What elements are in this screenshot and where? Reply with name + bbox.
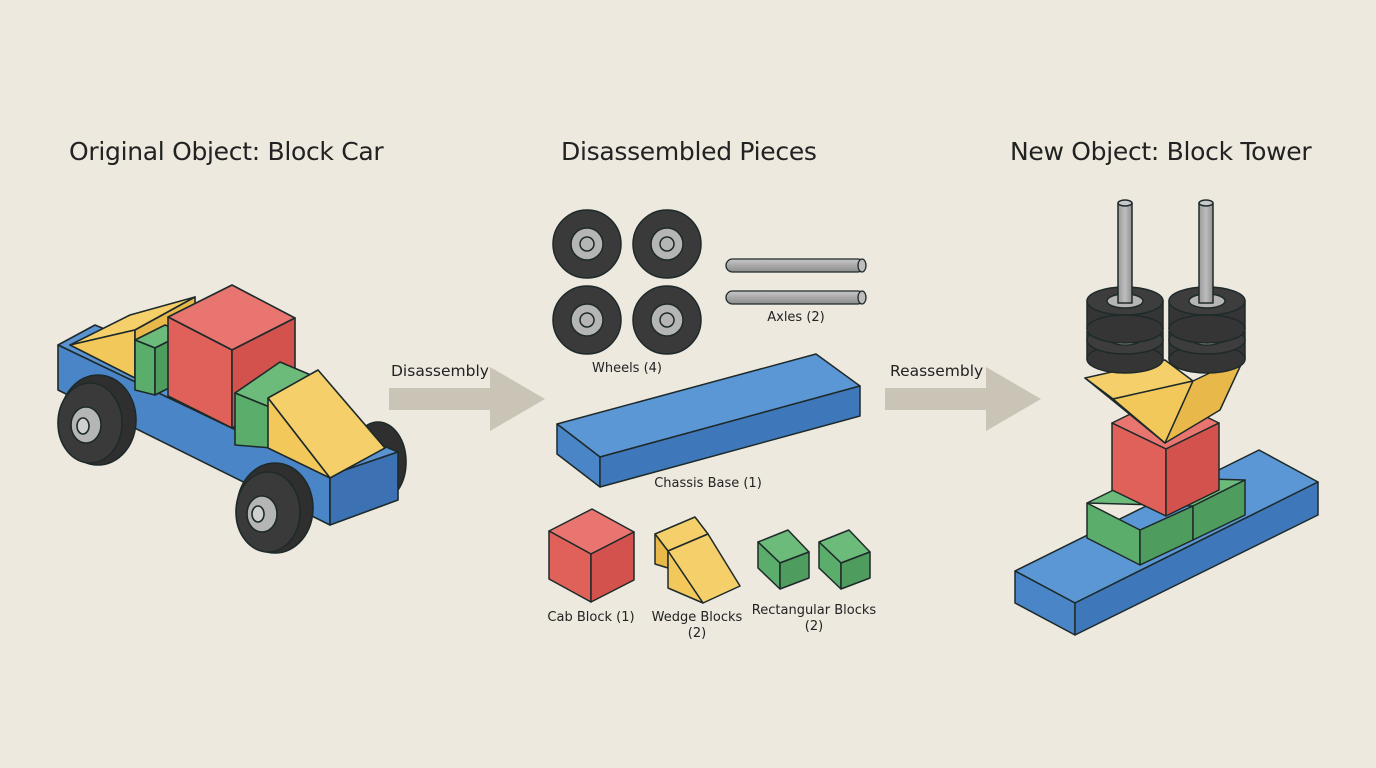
block-car-illustration — [57, 284, 407, 554]
tower-wedge-blocks — [1084, 355, 1246, 444]
wedge-blocks-piece — [654, 516, 741, 604]
axles-label: Axles (2) — [767, 310, 825, 325]
wheel-icon — [632, 285, 702, 355]
car-wheel-front — [57, 374, 137, 466]
car-green-block-rear — [234, 361, 319, 449]
axle-icon — [725, 290, 867, 305]
wheels-group — [552, 209, 702, 355]
wheel-icon — [632, 209, 702, 279]
reassembly-arrow — [885, 367, 1041, 431]
rectangular-blocks-label: Rectangular Blocks (2) — [744, 603, 884, 635]
disassembly-arrow-label: Disassembly — [391, 362, 489, 380]
car-wedge-rear — [267, 369, 386, 479]
disassembled-pieces-title: Disassembled Pieces — [561, 137, 817, 166]
car-wheel-rear — [235, 462, 314, 554]
disassembly-arrow — [389, 367, 545, 431]
wedge-blocks-label-line1: Wedge Blocks — [651, 610, 743, 625]
wheel-icon — [552, 209, 622, 279]
new-object-title: New Object: Block Tower — [1010, 137, 1312, 166]
chassis-base-piece — [556, 353, 861, 488]
original-object-title: Original Object: Block Car — [69, 137, 384, 166]
rectangular-blocks-piece — [757, 529, 871, 590]
wheel-icon — [552, 285, 622, 355]
rectangular-blocks-label-line2: (2) — [804, 619, 824, 634]
tower-wheel-stack-left — [1086, 286, 1164, 374]
axles-group — [725, 258, 867, 305]
block-tower-illustration — [1014, 199, 1319, 636]
axle-icon — [725, 258, 867, 273]
rectangular-blocks-label-line1: Rectangular Blocks — [751, 603, 877, 618]
chassis-base-label: Chassis Base (1) — [654, 476, 762, 491]
wedge-blocks-label-line2: (2) — [687, 626, 707, 641]
rectangular-block-icon — [818, 529, 871, 590]
rectangular-block-icon — [757, 529, 810, 590]
tower-axle-rods — [1117, 199, 1214, 304]
wheels-label: Wheels (4) — [591, 361, 663, 376]
wedge-blocks-label: Wedge Blocks (2) — [642, 610, 752, 642]
cab-block-label: Cab Block (1) — [547, 610, 635, 625]
cab-block-piece — [548, 508, 635, 603]
reassembly-arrow-label: Reassembly — [890, 362, 984, 380]
